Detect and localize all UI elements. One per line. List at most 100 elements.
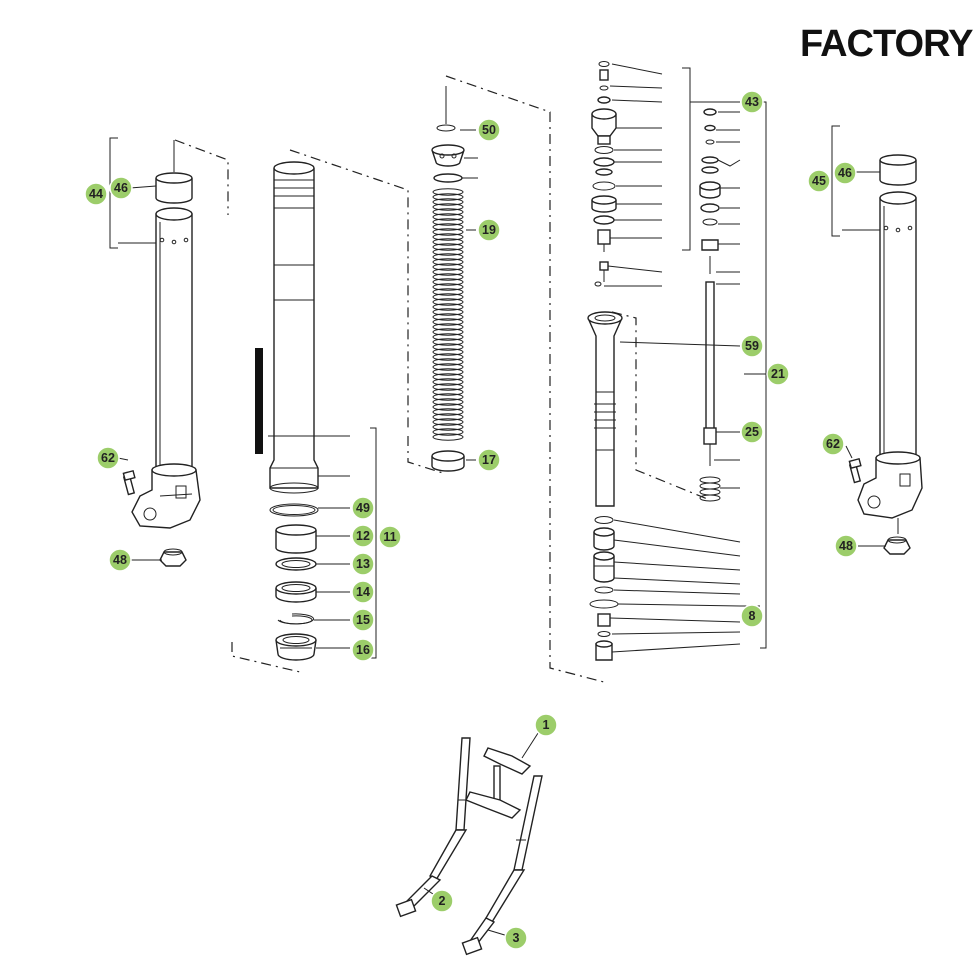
spring-coil (432, 213, 464, 221)
spring-coil (432, 408, 464, 416)
outer-tube-part (879, 191, 917, 463)
spring-coil (432, 273, 464, 281)
bushing-part (879, 154, 917, 186)
diagram-title: FACTORY (800, 23, 973, 65)
callout-48-left-label: 48 (113, 553, 127, 567)
dust-seal-part (275, 633, 317, 661)
spring-coil (432, 398, 464, 406)
callout-25: 25 (740, 420, 764, 444)
callout-44-label: 44 (89, 187, 103, 201)
spring-coil (432, 198, 464, 206)
callout-8: 8 (740, 604, 764, 628)
callout-14: 14 (351, 580, 375, 604)
spring-coil (432, 348, 464, 356)
spring-coil (432, 203, 464, 211)
callout-16-label: 16 (356, 643, 370, 657)
spring-coil (432, 373, 464, 381)
callout-14-label: 14 (356, 585, 370, 599)
spring-coil (432, 218, 464, 226)
spring-coil (432, 233, 464, 241)
callout-21-label: 21 (771, 367, 785, 381)
spring-coil (432, 253, 464, 261)
nut-part (159, 548, 187, 567)
callout-62-left-label: 62 (101, 451, 115, 465)
spring-coil (432, 208, 464, 216)
callout-2: 2 (430, 889, 454, 913)
callout-44: 44 (84, 182, 108, 206)
nut-part (597, 229, 611, 252)
spring-coil (432, 193, 464, 201)
callout-11: 11 (378, 525, 402, 549)
callout-3-label: 3 (513, 931, 520, 945)
spring-coil (432, 318, 464, 326)
callout-25-label: 25 (745, 425, 759, 439)
callout-1: 1 (534, 713, 558, 737)
base-valve-assembly (589, 516, 760, 661)
callout-43-label: 43 (745, 95, 759, 109)
spring-coil (432, 238, 464, 246)
spring-coil (432, 358, 464, 366)
spring-coil (432, 293, 464, 301)
oil-seal-part (275, 581, 317, 603)
spring-assembly (407, 75, 605, 683)
snap-ring-part (269, 503, 319, 517)
cartridge-tube-part (587, 311, 623, 507)
spring-clip-part (436, 86, 456, 132)
spring-coil (432, 268, 464, 276)
spring-coil (432, 263, 464, 271)
callout-50: 50 (477, 118, 501, 142)
callout-15-label: 15 (356, 613, 370, 627)
bolt-part (848, 457, 862, 484)
callout-46-right-label: 46 (838, 166, 852, 180)
callout-19: 19 (477, 218, 501, 242)
spring-coil (432, 428, 464, 436)
cartridge-top-parts (591, 61, 740, 287)
callout-11-label: 11 (383, 530, 396, 544)
spring-coil (432, 388, 464, 396)
rod-end-part (594, 261, 609, 287)
spring-coil (432, 378, 464, 386)
callout-62-left: 62 (96, 446, 120, 470)
callout-8-label: 8 (749, 609, 756, 623)
callout-49: 49 (351, 496, 375, 520)
spring-coil (432, 308, 464, 316)
spring-coil (432, 258, 464, 266)
callout-17: 17 (477, 448, 501, 472)
inner-tube-part (268, 161, 350, 494)
callout-48-left: 48 (108, 548, 132, 572)
right-fork-leg (461, 775, 543, 956)
callout-46-left: 46 (109, 176, 133, 200)
spring-coil (432, 278, 464, 286)
spring-coil (432, 188, 464, 196)
rebound-spring-part (699, 476, 721, 502)
spring-coil (432, 228, 464, 236)
callout-2-label: 2 (439, 894, 446, 908)
top-cap-part (591, 108, 617, 145)
callout-16: 16 (351, 638, 375, 662)
adjuster-screw-part (597, 61, 611, 104)
callout-46-right: 46 (833, 161, 857, 185)
callout-48-right-label: 48 (839, 539, 853, 553)
damper-rod-part (703, 281, 717, 466)
assembled-fork (395, 729, 543, 956)
spring-coil (432, 333, 464, 341)
valve-part (591, 195, 617, 213)
callout-12: 12 (351, 524, 375, 548)
spring-coil (432, 423, 464, 431)
washer-part (275, 557, 317, 571)
spring-coil (432, 328, 464, 336)
damper-rod-parts (611, 108, 741, 502)
callout-49-label: 49 (356, 501, 370, 515)
spring-coil (432, 303, 464, 311)
spring-coil (432, 343, 464, 351)
spring-coil (432, 248, 464, 256)
spring-coil (432, 368, 464, 376)
left-fork-leg (395, 737, 471, 918)
spring-coil (432, 393, 464, 401)
callout-43: 43 (740, 90, 764, 114)
callout-50-label: 50 (482, 123, 496, 137)
callout-48-right: 48 (834, 534, 858, 558)
callout-46-left-label: 46 (114, 181, 128, 195)
callout-62-right: 62 (821, 432, 845, 456)
